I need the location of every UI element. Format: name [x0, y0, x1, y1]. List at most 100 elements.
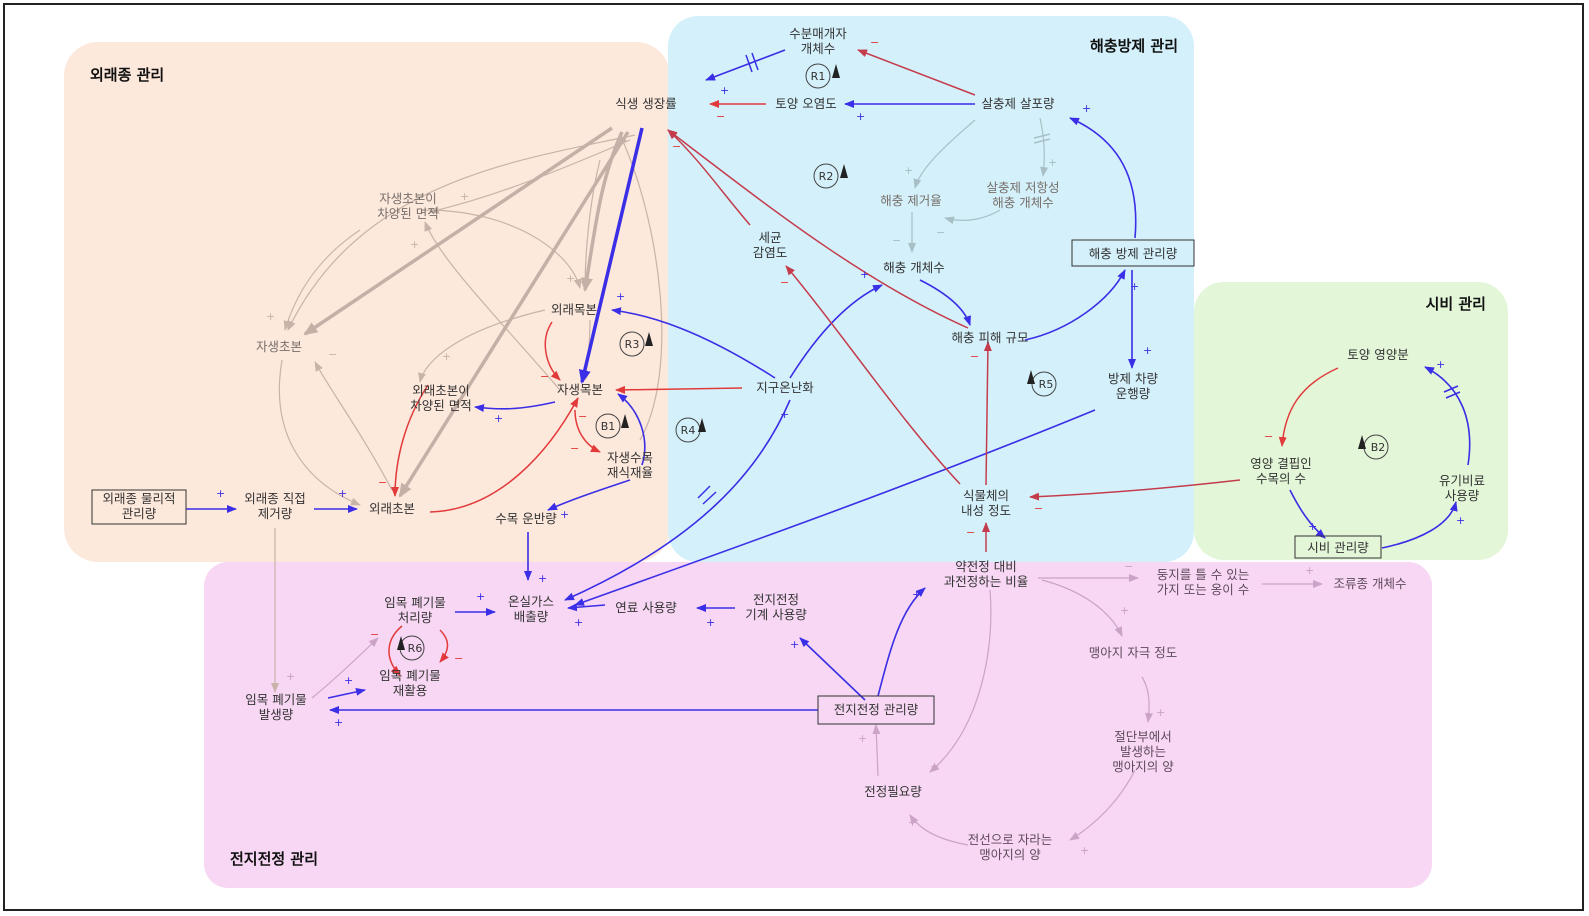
node-pest-damage: 해충 피해 규모	[952, 330, 1029, 345]
svg-text:−: −	[540, 370, 549, 383]
svg-text:R4: R4	[681, 424, 696, 437]
svg-text:+: +	[908, 816, 917, 829]
svg-text:−: −	[570, 442, 579, 455]
svg-text:+: +	[860, 268, 869, 281]
positive-links	[186, 49, 1471, 714]
faint-links-pruning	[311, 574, 1323, 846]
svg-text:R6: R6	[408, 642, 423, 655]
svg-text:−: −	[1264, 430, 1273, 443]
svg-text:+: +	[338, 487, 347, 500]
svg-text:B1: B1	[601, 420, 616, 433]
svg-text:+: +	[912, 588, 921, 601]
box-pruning-mgmt	[817, 695, 935, 725]
svg-text:−: −	[328, 348, 337, 361]
svg-text:+: +	[266, 310, 275, 323]
node-pest-removal: 해충 제거율	[880, 193, 941, 208]
svg-text:+: +	[1080, 844, 1089, 857]
box-pest-control-mgmt	[1071, 239, 1195, 267]
node-pruning-need: 전정필요량	[864, 784, 922, 799]
svg-text:−: −	[370, 628, 379, 641]
svg-text:R5: R5	[1039, 378, 1054, 391]
svg-text:−: −	[378, 476, 387, 489]
svg-text:+: +	[616, 290, 625, 303]
svg-text:−: −	[1124, 560, 1133, 573]
box-fert-mgmt	[1294, 535, 1382, 559]
faint-links-invasive	[271, 134, 663, 693]
svg-text:+: +	[410, 238, 419, 251]
svg-text:+: +	[216, 487, 225, 500]
svg-text:R3: R3	[625, 338, 640, 351]
delay-marks	[697, 52, 1461, 505]
svg-text:+: +	[720, 84, 729, 97]
svg-text:R2: R2	[819, 170, 834, 183]
svg-text:−: −	[970, 350, 979, 363]
node-native-herb: 자생초본	[256, 339, 302, 354]
section-pruning-bg	[204, 562, 1432, 888]
faint-links-pest	[908, 117, 1049, 253]
polarity-signs: + − − + + + + − − − + + + − − − + − + + …	[216, 36, 1465, 857]
loop-r6: R6	[397, 635, 425, 661]
section-title-pruning: 전지전정 관리	[230, 850, 318, 868]
node-global-warming: 지구온난화	[756, 380, 814, 395]
box-exotic-physical-mgmt	[91, 489, 187, 525]
svg-text:+: +	[566, 272, 575, 285]
svg-text:−: −	[966, 526, 975, 539]
svg-text:+: +	[790, 638, 799, 651]
svg-text:−: −	[870, 36, 879, 49]
svg-text:+: +	[1436, 358, 1445, 371]
svg-text:+: +	[1130, 280, 1139, 293]
svg-text:+: +	[706, 616, 715, 629]
svg-text:+: +	[904, 164, 913, 177]
svg-text:+: +	[538, 572, 547, 585]
svg-text:−: −	[454, 652, 463, 665]
svg-text:+: +	[930, 760, 939, 773]
svg-text:+: +	[574, 616, 583, 629]
svg-text:+: +	[1456, 514, 1465, 527]
node-exotic-herb: 외래초본	[369, 501, 415, 516]
loop-b2: B2	[1358, 434, 1389, 460]
node-fert-mgmt: 시비 관리량	[1307, 540, 1369, 555]
svg-text:−: −	[1034, 502, 1043, 515]
section-title-invasive: 외래종 관리	[90, 66, 164, 84]
node-exotic-tree: 외래목본	[551, 302, 597, 317]
svg-text:+: +	[460, 190, 469, 203]
svg-text:−: −	[892, 234, 901, 247]
node-soil-pollution: 토양 오염도	[775, 96, 836, 111]
svg-text:+: +	[1082, 102, 1091, 115]
svg-text:−: −	[716, 110, 725, 123]
svg-text:−: −	[936, 226, 945, 239]
svg-text:+: +	[856, 110, 865, 123]
svg-text:B2: B2	[1371, 441, 1386, 454]
svg-text:+: +	[494, 412, 503, 425]
loop-r5: R5	[1027, 370, 1057, 397]
svg-text:+: +	[858, 732, 867, 745]
bold-faint-links	[303, 126, 630, 498]
svg-text:+: +	[1156, 706, 1165, 719]
node-native-tree: 자생목본	[557, 382, 603, 397]
svg-text:−: −	[672, 140, 681, 153]
negative-links-dark	[667, 49, 1241, 552]
svg-text:+: +	[1048, 156, 1057, 169]
svg-text:+: +	[476, 590, 485, 603]
node-soil-nutrient: 토양 영양분	[1347, 347, 1408, 362]
section-invasive-bg	[64, 42, 670, 562]
loop-b1: B1	[595, 413, 629, 439]
svg-text:−: −	[780, 276, 789, 289]
loop-r4: R4	[675, 417, 706, 443]
